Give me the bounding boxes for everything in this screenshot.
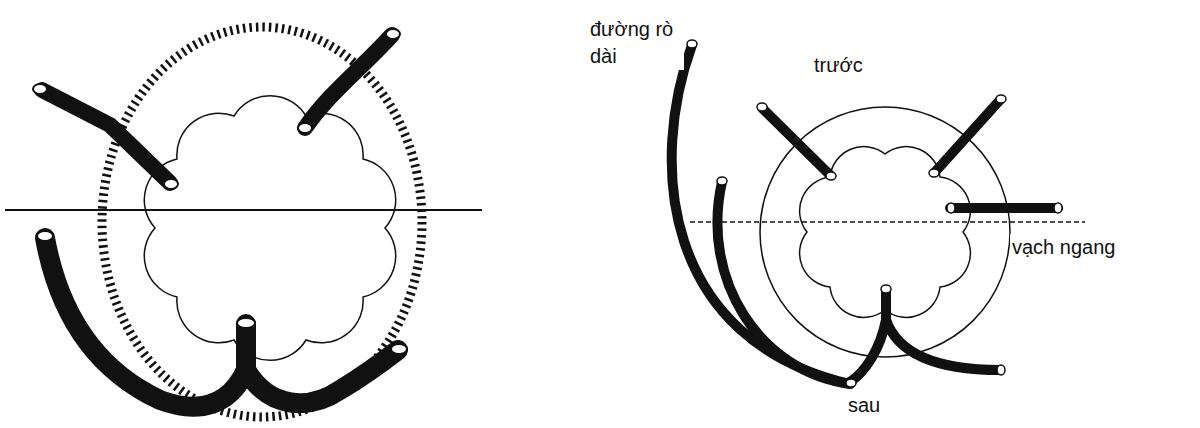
direction-label: trước (812, 52, 865, 79)
fistula-tracts (42, 35, 398, 407)
tract-openings (687, 40, 1062, 387)
fistula-tracts (672, 45, 1058, 384)
direction-label: sau (846, 392, 882, 419)
transverse-line (5, 209, 482, 211)
tract-openings (33, 29, 407, 354)
sphincter-outline (102, 27, 422, 417)
anal-canal (144, 96, 395, 361)
transverse-line (690, 221, 1085, 223)
tract-label: đường rò dài (588, 16, 684, 70)
line-label: vạch ngang (1010, 234, 1117, 261)
